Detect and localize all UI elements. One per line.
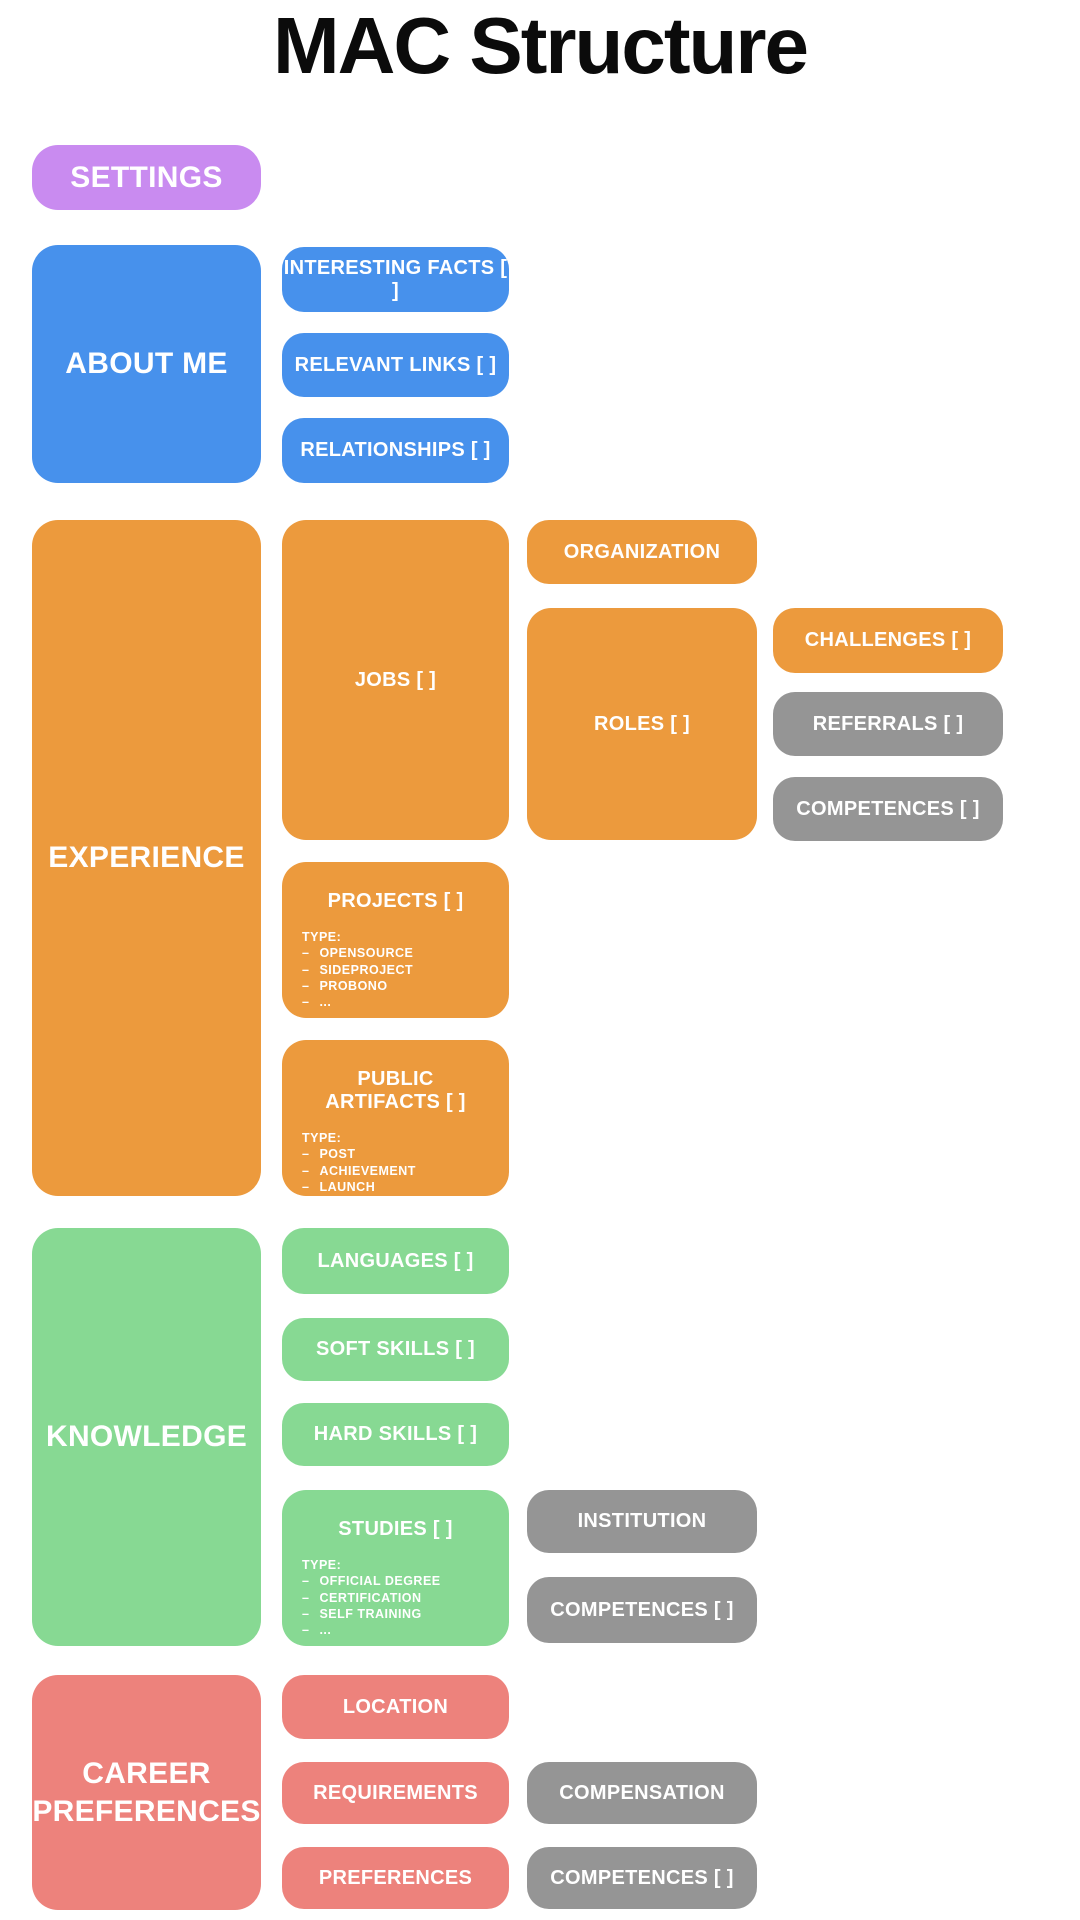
public-artifacts-label: PUBLIC ARTIFACTS [ ] <box>325 1068 466 1113</box>
type-item: ... <box>302 1622 489 1638</box>
languages-block: LANGUAGES [ ] <box>282 1228 509 1294</box>
type-item: ... <box>302 1195 489 1211</box>
studies-block: STUDIES [ ] TYPE: OFFICIAL DEGREE CERTIF… <box>282 1490 509 1646</box>
type-heading: TYPE: <box>302 1131 342 1145</box>
type-item: CERTIFICATION <box>302 1590 489 1606</box>
type-item: SELF TRAINING <box>302 1606 489 1622</box>
projects-label: PROJECTS [ ] <box>327 890 464 912</box>
public-artifacts-block: PUBLIC ARTIFACTS [ ] TYPE: POST ACHIEVEM… <box>282 1040 509 1210</box>
experience-block: EXPERIENCE <box>32 520 261 1196</box>
relevant-links-block: RELEVANT LINKS [ ] <box>282 333 509 397</box>
compensation-block: COMPENSATION <box>527 1762 757 1824</box>
career-preferences-block: CAREER PREFERENCES <box>32 1675 261 1910</box>
jobs-block: JOBS [ ] <box>282 520 509 840</box>
studies-competences-block: COMPETENCES [ ] <box>527 1577 757 1643</box>
projects-block: PROJECTS [ ] TYPE: OPENSOURCE SIDEPROJEC… <box>282 862 509 1018</box>
type-item: POST <box>302 1146 489 1162</box>
type-item: LAUNCH <box>302 1179 489 1195</box>
type-item: OPENSOURCE <box>302 945 489 961</box>
relationships-block: RELATIONSHIPS [ ] <box>282 418 509 483</box>
page-title: MAC Structure <box>272 1 809 90</box>
about-me-block: ABOUT ME <box>32 245 261 483</box>
challenges-block: CHALLENGES [ ] <box>773 608 1003 673</box>
preferences-block: PREFERENCES <box>282 1847 509 1909</box>
settings-block: SETTINGS <box>32 145 261 210</box>
requirements-block: REQUIREMENTS <box>282 1762 509 1824</box>
soft-skills-block: SOFT SKILLS [ ] <box>282 1318 509 1381</box>
type-item: ... <box>302 994 489 1010</box>
hard-skills-block: HARD SKILLS [ ] <box>282 1403 509 1466</box>
type-heading: TYPE: <box>302 930 342 944</box>
requirements-competences-block: COMPETENCES [ ] <box>527 1847 757 1909</box>
location-block: LOCATION <box>282 1675 509 1739</box>
studies-type-list: TYPE: OFFICIAL DEGREE CERTIFICATION SELF… <box>302 1557 489 1638</box>
type-item: ACHIEVEMENT <box>302 1163 489 1179</box>
type-item: PROBONO <box>302 978 489 994</box>
roles-competences-block: COMPETENCES [ ] <box>773 777 1003 841</box>
referrals-block: REFERRALS [ ] <box>773 692 1003 756</box>
projects-type-list: TYPE: OPENSOURCE SIDEPROJECT PROBONO ... <box>302 929 489 1010</box>
interesting-facts-block: INTERESTING FACTS [ ] <box>282 247 509 312</box>
institution-block: INSTITUTION <box>527 1490 757 1553</box>
type-item: SIDEPROJECT <box>302 962 489 978</box>
public-artifacts-type-list: TYPE: POST ACHIEVEMENT LAUNCH ... <box>302 1130 489 1211</box>
roles-block: ROLES [ ] <box>527 608 757 840</box>
organization-block: ORGANIZATION <box>527 520 757 584</box>
type-heading: TYPE: <box>302 1558 342 1572</box>
knowledge-block: KNOWLEDGE <box>32 1228 261 1646</box>
studies-label: STUDIES [ ] <box>338 1518 453 1540</box>
type-item: OFFICIAL DEGREE <box>302 1573 489 1589</box>
